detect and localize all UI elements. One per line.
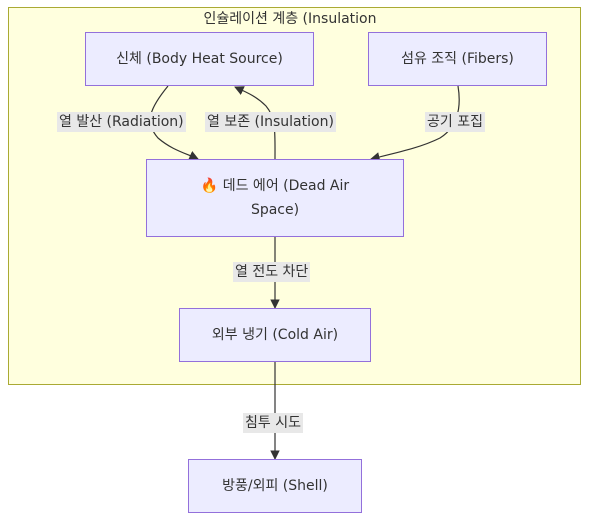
dead-air-label-line2: Space) xyxy=(250,202,300,218)
body-heat-source-node: 신체 (Body Heat Source) xyxy=(85,32,314,86)
edge-radiation xyxy=(149,85,199,160)
dead-air-space-node: 🔥 데드 에어 (Dead Air Space) xyxy=(146,159,404,237)
edge-label-air-trap: 공기 포집 xyxy=(425,112,485,132)
edge-air-trap xyxy=(370,85,460,162)
fibers-node: 섬유 조직 (Fibers) xyxy=(368,32,547,86)
body-heat-source-label: 신체 (Body Heat Source) xyxy=(116,51,283,67)
shell-node: 방풍/외피 (Shell) xyxy=(188,459,362,513)
fibers-label: 섬유 조직 (Fibers) xyxy=(401,51,514,67)
edge-label-conduction-block: 열 전도 차단 xyxy=(233,262,311,282)
cluster-title: 인슐레이션 계층 (Insulation xyxy=(203,11,377,27)
dead-air-label-line1: 🔥 데드 에어 (Dead Air xyxy=(200,178,350,194)
shell-label: 방풍/외피 (Shell) xyxy=(222,478,328,494)
cold-air-label: 외부 냉기 (Cold Air) xyxy=(211,327,339,343)
edge-label-penetration: 침투 시도 xyxy=(243,413,303,433)
cold-air-node: 외부 냉기 (Cold Air) xyxy=(179,308,371,362)
edge-insulation xyxy=(234,86,276,160)
edge-label-radiation: 열 발산 (Radiation) xyxy=(57,112,186,132)
edge-label-insulation: 열 보존 (Insulation) xyxy=(205,112,336,132)
